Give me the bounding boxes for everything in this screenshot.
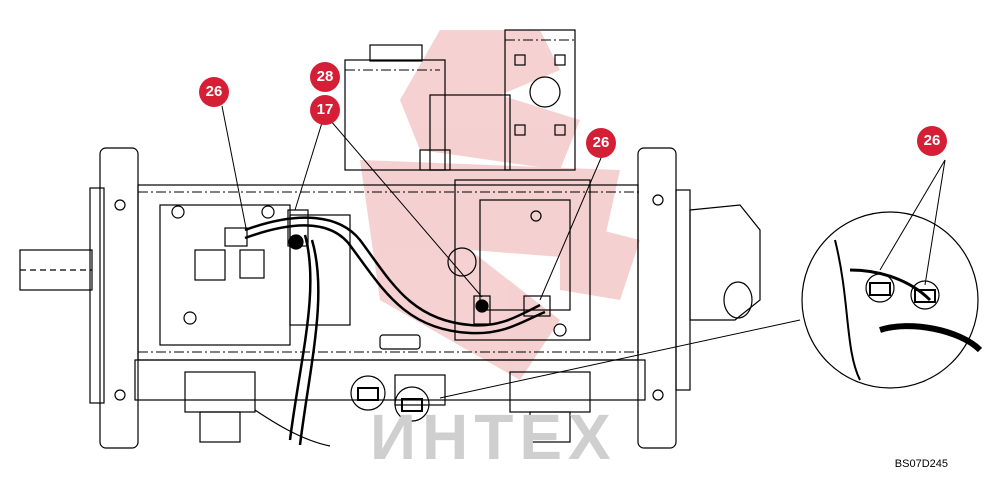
callout-26-center: 26 xyxy=(586,128,616,158)
reference-lines xyxy=(138,39,640,353)
right-flange xyxy=(637,147,761,449)
watermark-logo xyxy=(360,30,640,380)
callout-17: 17 xyxy=(310,95,340,125)
top-valve-block xyxy=(344,29,576,171)
figure-code: BS07D245 xyxy=(894,458,948,470)
callout-26-left: 26 xyxy=(199,77,229,107)
watermark-text: ИНТЕХ xyxy=(370,401,617,473)
detail-magnifier xyxy=(801,211,983,389)
callout-26-detail: 26 xyxy=(917,126,947,156)
leader-lines xyxy=(221,105,946,399)
connectors xyxy=(224,209,551,422)
bottom-ports xyxy=(184,371,591,447)
wire-harness xyxy=(244,216,546,446)
left-flange xyxy=(19,147,139,449)
callout-28: 28 xyxy=(310,62,340,92)
